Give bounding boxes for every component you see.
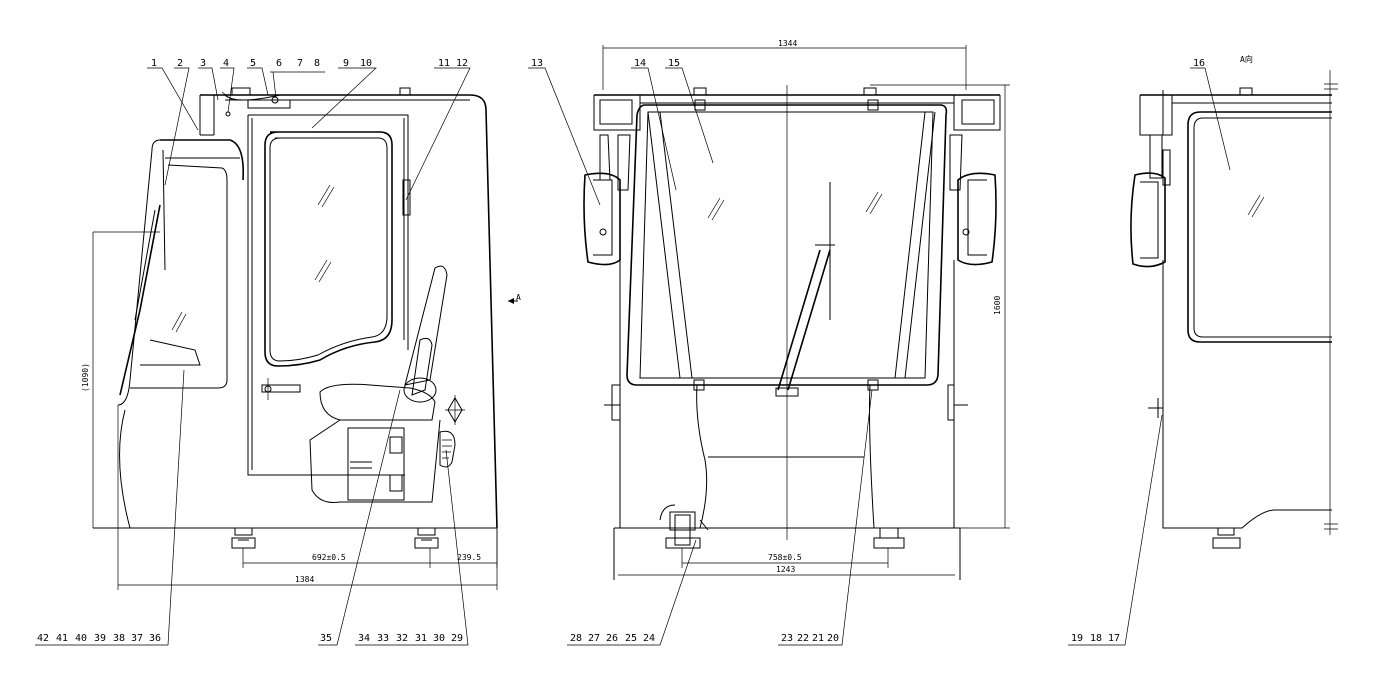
callout-4: 4	[223, 58, 229, 69]
callout-33: 33	[377, 633, 389, 644]
dim-side-mount-spacing: 692±0.5	[312, 553, 346, 562]
callout-3: 3	[200, 58, 206, 69]
dim-front-height: 1600	[993, 296, 1002, 315]
dim-side-height: (1090)	[81, 363, 90, 392]
callout-39: 39	[94, 633, 106, 644]
callout-30: 30	[433, 633, 445, 644]
callout-22: 22	[797, 633, 809, 644]
callout-12: 12	[456, 58, 468, 69]
side-view-callouts: 1 2 3 4 5 6 7 8 9 10 11 12 42 41 40 39 3…	[35, 58, 471, 646]
callout-11: 11	[438, 58, 450, 69]
callout-35: 35	[320, 633, 332, 644]
callout-24: 24	[643, 633, 655, 644]
dim-side-offset: 239.5	[457, 553, 481, 562]
callout-1: 1	[151, 58, 157, 69]
front-view-callouts: 13 14 15 28 27 26 25 24 23 22 21 20	[528, 58, 873, 646]
callout-23: 23	[781, 633, 793, 644]
callout-7: 7	[297, 58, 303, 69]
callout-6: 6	[276, 58, 282, 69]
side-view: A	[93, 87, 521, 549]
view-a-callouts: 16 19 18 17	[1068, 58, 1231, 646]
callout-36: 36	[149, 633, 161, 644]
view-a: A向	[1130, 54, 1338, 549]
callout-16: 16	[1193, 58, 1205, 69]
callout-27: 27	[588, 633, 600, 644]
view-arrow-label: A	[516, 293, 521, 302]
callout-42: 42	[37, 633, 49, 644]
callout-29: 29	[451, 633, 463, 644]
callout-41: 41	[56, 633, 68, 644]
callout-8: 8	[314, 58, 320, 69]
callout-40: 40	[75, 633, 87, 644]
callout-9: 9	[343, 58, 349, 69]
callout-37: 37	[131, 633, 143, 644]
side-view-dimensions: (1090) 692±0.5 239.5 1384	[81, 231, 498, 590]
callout-26: 26	[606, 633, 618, 644]
callout-10: 10	[360, 58, 372, 69]
callout-20: 20	[827, 633, 839, 644]
dim-side-width: 1384	[295, 575, 314, 584]
callout-38: 38	[113, 633, 125, 644]
dim-front-base-width: 1243	[776, 565, 795, 574]
dim-front-top-width: 1344	[778, 39, 797, 48]
callout-18: 18	[1090, 633, 1102, 644]
callout-2: 2	[177, 58, 183, 69]
callout-17: 17	[1108, 633, 1120, 644]
callout-32: 32	[396, 633, 408, 644]
front-view	[583, 85, 1001, 580]
view-a-label: A向	[1240, 54, 1253, 64]
callout-19: 19	[1071, 633, 1083, 644]
callout-34: 34	[358, 633, 370, 644]
callout-21: 21	[812, 633, 824, 644]
dim-front-mount-spacing: 758±0.5	[768, 553, 802, 562]
callout-25: 25	[625, 633, 637, 644]
callout-28: 28	[570, 633, 582, 644]
callout-31: 31	[415, 633, 427, 644]
callout-5: 5	[250, 58, 256, 69]
callout-15: 15	[668, 58, 680, 69]
callout-14: 14	[634, 58, 646, 69]
callout-13: 13	[531, 58, 543, 69]
front-view-dimensions: 1344 1600 758±0.5 1243	[602, 39, 1010, 576]
